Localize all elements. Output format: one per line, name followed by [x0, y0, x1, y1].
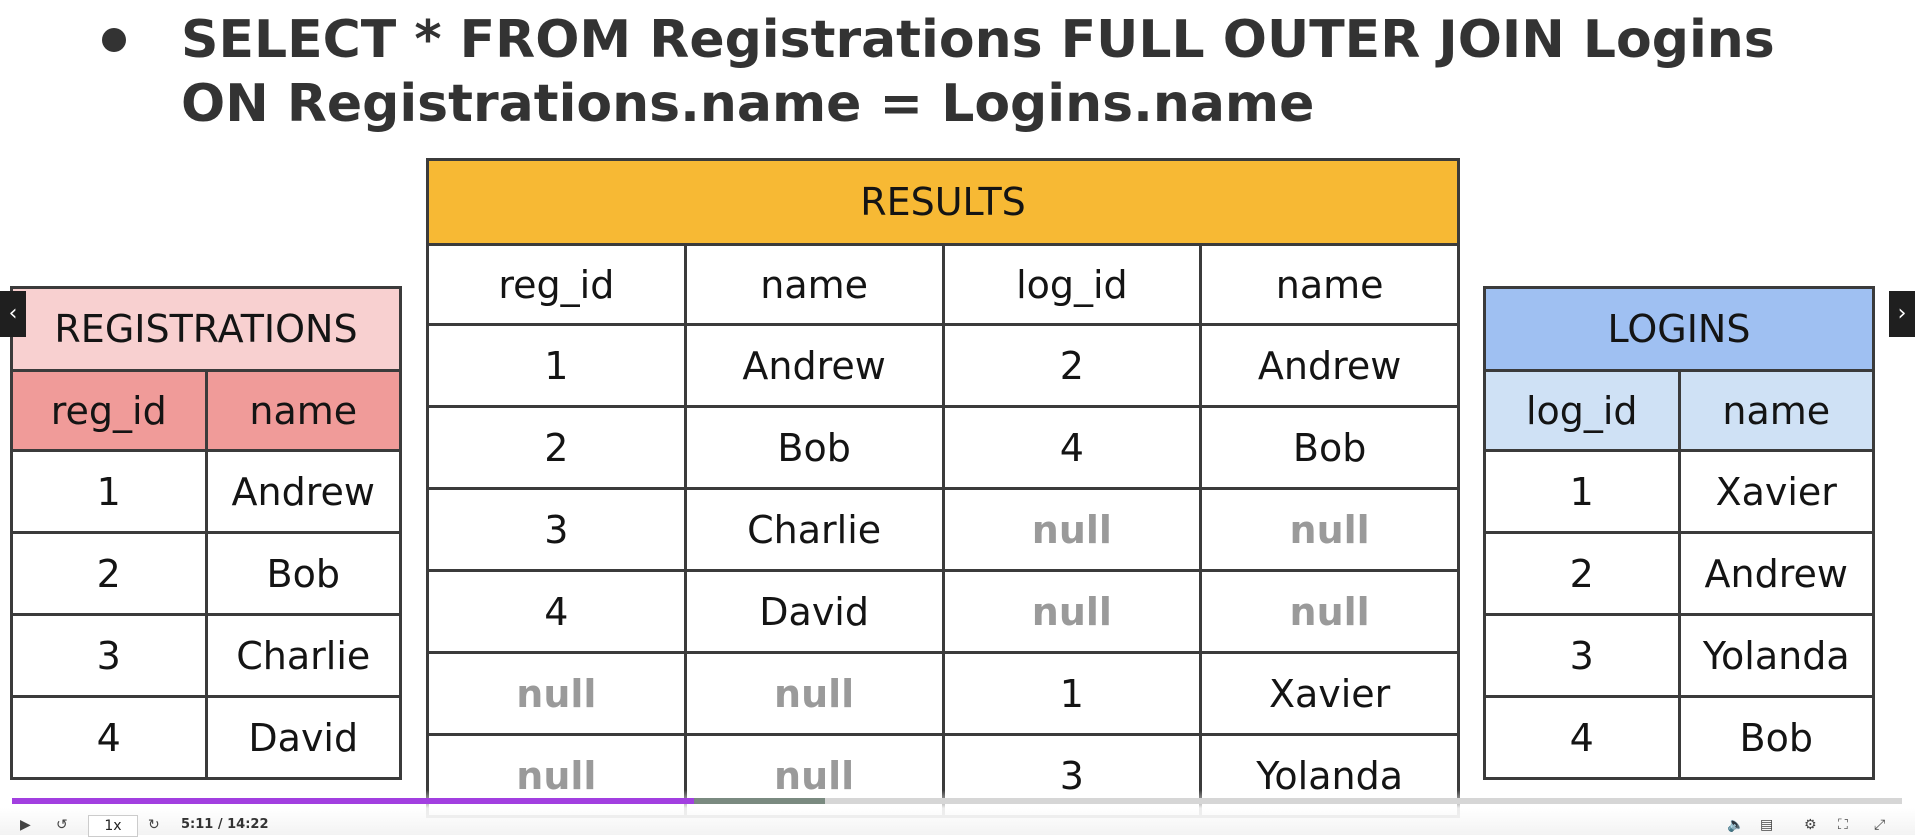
play-icon[interactable]: ▶ — [20, 817, 31, 833]
column-header-reg-id: reg_id — [10, 369, 208, 452]
table-cell: 1 — [10, 449, 208, 534]
volume-icon[interactable]: 🔈 — [1727, 817, 1745, 833]
progress-bar[interactable] — [12, 798, 695, 804]
column-header-name: name — [204, 369, 402, 452]
column-header-reg-id: reg_id — [426, 243, 687, 326]
chevron-left-icon[interactable]: ‹ — [0, 291, 26, 337]
progress-track[interactable] — [12, 798, 1902, 804]
table-cell: 4 — [426, 569, 687, 654]
table-cell: 2 — [426, 405, 687, 490]
table-cell: 4 — [1483, 695, 1681, 780]
table-cell: Bob — [204, 531, 402, 616]
table-cell: David — [683, 569, 945, 654]
gear-icon[interactable]: ⚙ — [1804, 817, 1817, 833]
table-cell: 1 — [941, 651, 1203, 736]
time-display: 5:11 / 14:22 — [181, 817, 269, 832]
table-cell: 1 — [1483, 449, 1681, 534]
table-cell: Andrew — [1677, 531, 1875, 616]
table-cell: null — [941, 487, 1203, 572]
column-header-log-id: log_id — [941, 243, 1203, 326]
table-cell: 4 — [941, 405, 1203, 490]
table-cell: null — [426, 651, 687, 736]
column-header-name: name — [1677, 369, 1875, 452]
registrations-title: REGISTRATIONS — [10, 286, 402, 372]
table-cell: Andrew — [1199, 323, 1460, 408]
column-header-name: name — [683, 243, 945, 326]
table-cell: 1 — [426, 323, 687, 408]
table-cell: Bob — [1199, 405, 1460, 490]
forward-icon[interactable]: ↻ — [148, 817, 160, 833]
column-header-name: name — [1199, 243, 1460, 326]
table-cell: Xavier — [1677, 449, 1875, 534]
table-cell: Andrew — [204, 449, 402, 534]
column-header-log-id: log_id — [1483, 369, 1681, 452]
table-cell: Bob — [1677, 695, 1875, 780]
results-title: RESULTS — [426, 158, 1460, 246]
table-cell: Charlie — [683, 487, 945, 572]
sql-query: SELECT * FROM Registrations FULL OUTER J… — [181, 8, 1775, 136]
expand-icon[interactable]: ⤢ — [1874, 817, 1886, 833]
table-cell: 3 — [10, 613, 208, 698]
speed-button[interactable]: 1x — [88, 815, 138, 837]
table-cell: 3 — [1483, 613, 1681, 698]
captions-icon[interactable]: ▤ — [1760, 817, 1774, 833]
table-cell: null — [1199, 487, 1460, 572]
table-cell: 3 — [426, 487, 687, 572]
table-cell: null — [1199, 569, 1460, 654]
table-cell: Xavier — [1199, 651, 1460, 736]
fullscreen-icon[interactable]: ⛶ — [1838, 817, 1848, 833]
table-cell: 4 — [10, 695, 208, 780]
table-cell: 2 — [941, 323, 1203, 408]
table-cell: Bob — [683, 405, 945, 490]
table-cell: null — [683, 651, 945, 736]
player-control-bar — [0, 790, 1915, 835]
table-cell: Yolanda — [1677, 613, 1875, 698]
bullet-point — [102, 28, 126, 52]
table-cell: Charlie — [204, 613, 402, 698]
table-cell: Andrew — [683, 323, 945, 408]
table-cell: 2 — [1483, 531, 1681, 616]
table-cell: null — [941, 569, 1203, 654]
query-line-2: ON Registrations.name = Logins.name — [181, 74, 1315, 134]
logins-title: LOGINS — [1483, 286, 1875, 372]
query-line-1: SELECT * FROM Registrations FULL OUTER J… — [181, 10, 1775, 70]
table-cell: 2 — [10, 531, 208, 616]
rewind-icon[interactable]: ↺ — [56, 817, 68, 833]
chevron-right-icon[interactable]: › — [1889, 291, 1915, 337]
table-cell: David — [204, 695, 402, 780]
